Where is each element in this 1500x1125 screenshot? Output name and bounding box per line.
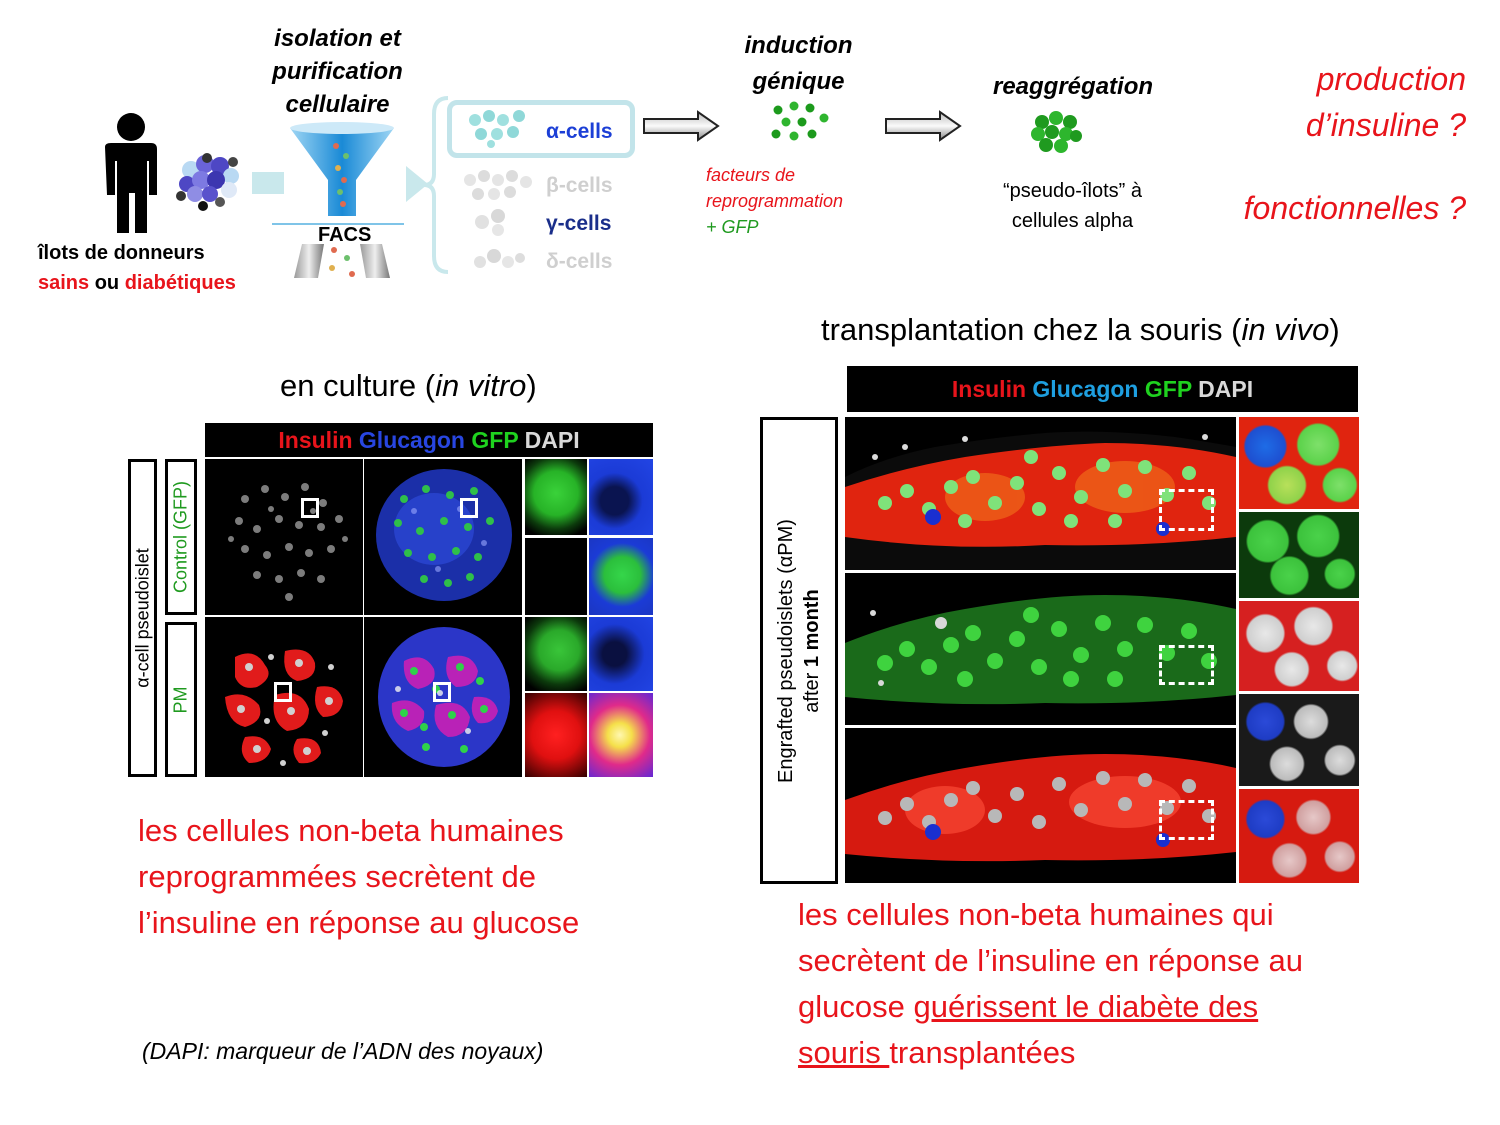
vivo-merge-panel [845, 417, 1236, 570]
cell-type-alpha: α-cells [546, 120, 613, 143]
vitro-inset-control-gfp [525, 459, 587, 535]
beta-cells-icon [464, 170, 532, 200]
control-gfp-label: Control (GFP) [165, 459, 197, 615]
vitro-inset-control-insulin [525, 538, 587, 615]
cell-type-delta: δ-cells [546, 250, 613, 273]
vitro-pm-merge-panel [364, 617, 522, 777]
step-induction-note: facteurs de reprogrammation + GFP [706, 165, 844, 237]
question-functional: fonctionnelles ? [1243, 190, 1466, 226]
vitro-pm-merge-image [378, 627, 510, 767]
cell-type-beta: β-cells [546, 174, 613, 197]
vivo-inset-dapi-glucagon [1239, 694, 1359, 786]
alpha-pseudoislet-label: α-cell pseudoislet [128, 459, 157, 777]
delta-cells-icon [474, 249, 525, 268]
vivo-inset-gfp [1239, 512, 1359, 598]
arrow-right-icon-2 [885, 110, 962, 142]
in-vivo-conclusion: les cellules non-beta humaines qui secrè… [798, 897, 1303, 1070]
dapi-footnote: (DAPI: marqueur de l’ADN des noyaux) [142, 1038, 544, 1064]
vitro-inset-control-glucagon [589, 459, 653, 535]
pseudo-islet-icon [1031, 111, 1082, 153]
in-vitro-title: en culture (in vitro) [280, 368, 537, 403]
question-production: production d’insuline ? [1305, 61, 1466, 143]
in-vitro-conclusion: les cellules non-beta humaines reprogram… [138, 813, 580, 940]
engrafted-label: Engrafted pseudoislets (αPM) after 1 mon… [760, 417, 838, 884]
in-vivo-title: transplantation chez la souris (in vivo) [821, 312, 1340, 347]
vivo-inset-dapi-insulin [1239, 601, 1359, 691]
step-isolation-title: isolation et purification cellulaire [272, 25, 403, 118]
vitro-inset-pm-glucagon [589, 617, 653, 691]
pm-label: PM [165, 622, 197, 777]
vitro-inset-pm-gfp [525, 617, 587, 691]
donor-label: îlots de donneurs sains ou diabétiques [38, 242, 236, 294]
vitro-inset-control-merge [589, 538, 653, 615]
arrow-to-cells-icon [406, 166, 428, 202]
step-induction-title: induction génique [744, 32, 853, 95]
vivo-gfp-image [845, 595, 1236, 705]
vitro-pm-dapi-panel [205, 617, 363, 777]
vivo-merge-image [845, 431, 1236, 570]
cell-type-gamma: γ-cells [546, 212, 612, 235]
step-reaggregation-title: reaggrégation [992, 73, 1154, 100]
islet-cluster-icon [176, 153, 239, 211]
in-vivo-channel-bar: Insulin Glucagon GFP DAPI [847, 366, 1358, 412]
connector-bar [252, 172, 284, 194]
vivo-gfp-panel [845, 573, 1236, 725]
person-icon [105, 113, 157, 233]
brace-icon [423, 96, 449, 274]
vitro-control-merge-image [376, 469, 512, 601]
facs-funnel-icon [272, 122, 404, 278]
vivo-inset-merge [1239, 417, 1359, 509]
vivo-inset-all [1239, 789, 1359, 883]
in-vitro-channel-bar: Insulin Glucagon GFP DAPI [205, 423, 653, 457]
arrow-right-icon [643, 110, 720, 142]
vitro-pm-dapi-image [225, 649, 343, 766]
vitro-inset-pm-insulin [525, 693, 587, 777]
alpha-cells-icon [469, 110, 525, 148]
gfp-cells-icon [771, 101, 829, 141]
vivo-insulin-image [845, 754, 1236, 862]
vivo-insulin-panel [845, 728, 1236, 883]
facs-label: FACS [318, 224, 372, 246]
alpha-cells-box [447, 100, 635, 158]
vitro-control-dapi-panel [205, 459, 363, 615]
vitro-inset-pm-merge [589, 693, 653, 777]
vitro-control-merge-panel [364, 459, 522, 615]
vitro-control-dapi-image [228, 483, 348, 601]
gamma-cells-icon [475, 209, 505, 236]
step-reaggregation-note: “pseudo-îlots” à cellules alpha [1003, 180, 1142, 232]
